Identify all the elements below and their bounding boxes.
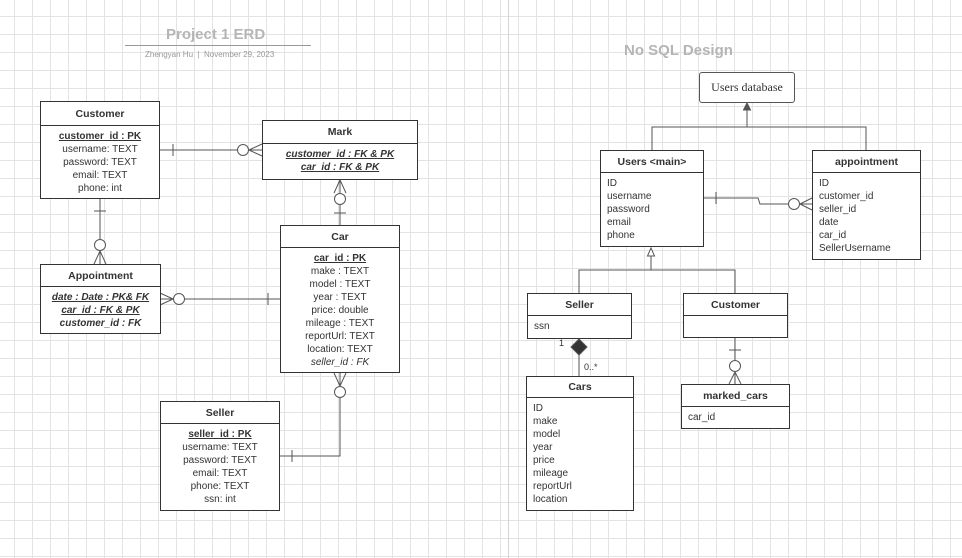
erd-subtitle: Zhengyan Hu | November 29, 2023 [145, 50, 275, 59]
field: car_id [688, 412, 716, 423]
collection-appointment[interactable]: appointment ID customer_id seller_id dat… [812, 150, 921, 260]
field-pk: seller_id : PK [188, 429, 252, 440]
multiplicity-many: 0..* [584, 362, 598, 372]
field: email [607, 217, 631, 228]
entity-fields: customer_id : PK username: TEXT password… [41, 126, 159, 199]
entity-seller[interactable]: Seller seller_id : PK username: TEXT pas… [160, 401, 280, 511]
entity-customer[interactable]: Customer customer_id : PK username: TEXT… [40, 101, 160, 199]
collection-seller[interactable]: Seller ssn [527, 293, 632, 339]
entity-fields: date : Date : PK& FK car_id : FK & PK cu… [41, 287, 160, 334]
field: year [533, 442, 553, 453]
connector-car-seller [280, 372, 347, 462]
title-rule [125, 45, 311, 46]
collection-cars[interactable]: Cars ID make model year price mileage re… [526, 376, 634, 511]
connector-database-tree [651, 101, 867, 150]
connector-mark-car [333, 179, 347, 225]
connector-users-appointment [704, 192, 813, 211]
canvas-divider [508, 0, 509, 558]
field-key: date : Date : PK& FK [51, 292, 150, 303]
field: seller_id [819, 204, 857, 215]
field: SellerUsername [819, 243, 891, 254]
date: November 29, 2023 [204, 50, 275, 59]
field: date [819, 217, 839, 228]
field: year : TEXT [313, 292, 367, 303]
field: location: TEXT [307, 344, 373, 355]
field: username: TEXT [62, 144, 138, 155]
field: make [533, 416, 558, 427]
field-fk: seller_id : FK [310, 357, 370, 368]
field: reportUrl [533, 481, 572, 492]
collection-title: Customer [684, 294, 787, 316]
connector-seller-cars [570, 338, 588, 376]
field-key: car_id : FK & PK [61, 305, 140, 316]
field-pk: car_id : PK [313, 253, 367, 264]
entity-appointment[interactable]: Appointment date : Date : PK& FK car_id … [40, 264, 161, 334]
author: Zhengyan Hu [145, 50, 194, 59]
users-database-box[interactable]: Users database [699, 72, 795, 103]
field-fk: customer_id : FK [59, 318, 142, 329]
collection-title: appointment [813, 151, 920, 173]
field-key: customer_id : FK & PK [285, 149, 395, 160]
collection-title: marked_cars [682, 385, 789, 407]
entity-title: Customer [41, 102, 159, 126]
field-pk: customer_id : PK [58, 131, 142, 142]
connector-customer-markedcars [728, 338, 742, 385]
field: mileage : TEXT [305, 318, 375, 329]
field: phone: TEXT [190, 481, 250, 492]
collection-customer[interactable]: Customer [683, 293, 788, 338]
field: ssn: int [204, 494, 236, 505]
field: reportUrl: TEXT [305, 331, 375, 342]
field: phone [607, 230, 635, 241]
entity-fields: car_id : PK make : TEXT model : TEXT yea… [281, 248, 399, 373]
field: ssn [534, 321, 550, 332]
collection-users[interactable]: Users <main> ID username password email … [600, 150, 704, 247]
field: car_id [819, 230, 847, 241]
entity-title: Car [281, 226, 399, 248]
collection-marked-cars[interactable]: marked_cars car_id [681, 384, 790, 429]
field: ID [607, 178, 617, 189]
field: make : TEXT [310, 266, 370, 277]
entity-fields: customer_id : FK & PK car_id : FK & PK [263, 144, 417, 178]
entity-title: Seller [161, 402, 279, 424]
field: price: double [311, 305, 369, 316]
collection-fields: ID customer_id seller_id date car_id Sel… [813, 173, 920, 259]
field: username: TEXT [182, 442, 258, 453]
field: ID [533, 403, 543, 414]
collection-title: Users <main> [601, 151, 703, 173]
erd-title: Project 1 ERD [166, 26, 266, 43]
connector-users-inheritance [578, 246, 736, 293]
connector-appointment-car [159, 292, 280, 306]
nosql-title: No SQL Design [624, 42, 733, 59]
entity-title: Mark [263, 121, 417, 144]
field: mileage [533, 468, 569, 479]
field: phone: int [78, 183, 122, 194]
field: username [607, 191, 652, 202]
entity-title: Appointment [41, 265, 160, 287]
field: password: TEXT [63, 157, 137, 168]
collection-fields: ID make model year price mileage reportU… [527, 398, 633, 510]
field: customer_id [819, 191, 874, 202]
collection-title: Cars [527, 377, 633, 398]
entity-car[interactable]: Car car_id : PK make : TEXT model : TEXT… [280, 225, 400, 373]
collection-fields: car_id [682, 407, 789, 428]
field-key: car_id : FK & PK [300, 162, 380, 173]
connector-customer-appointment [93, 199, 107, 265]
field: model : TEXT [309, 279, 371, 290]
collection-title: Seller [528, 294, 631, 316]
field: email: TEXT [192, 468, 248, 479]
field: ID [819, 178, 829, 189]
field: location [533, 494, 568, 505]
entity-fields: seller_id : PK username: TEXT password: … [161, 424, 279, 510]
multiplicity-one: 1 [559, 338, 565, 348]
field: price [533, 455, 555, 466]
collection-fields: ID username password email phone [601, 173, 703, 246]
field: password [607, 204, 650, 215]
field: password: TEXT [183, 455, 257, 466]
field: model [533, 429, 561, 440]
entity-mark[interactable]: Mark customer_id : FK & PK car_id : FK &… [262, 120, 418, 180]
collection-fields: ssn [528, 316, 631, 337]
connector-customer-mark [160, 143, 263, 157]
field: email: TEXT [72, 170, 128, 181]
